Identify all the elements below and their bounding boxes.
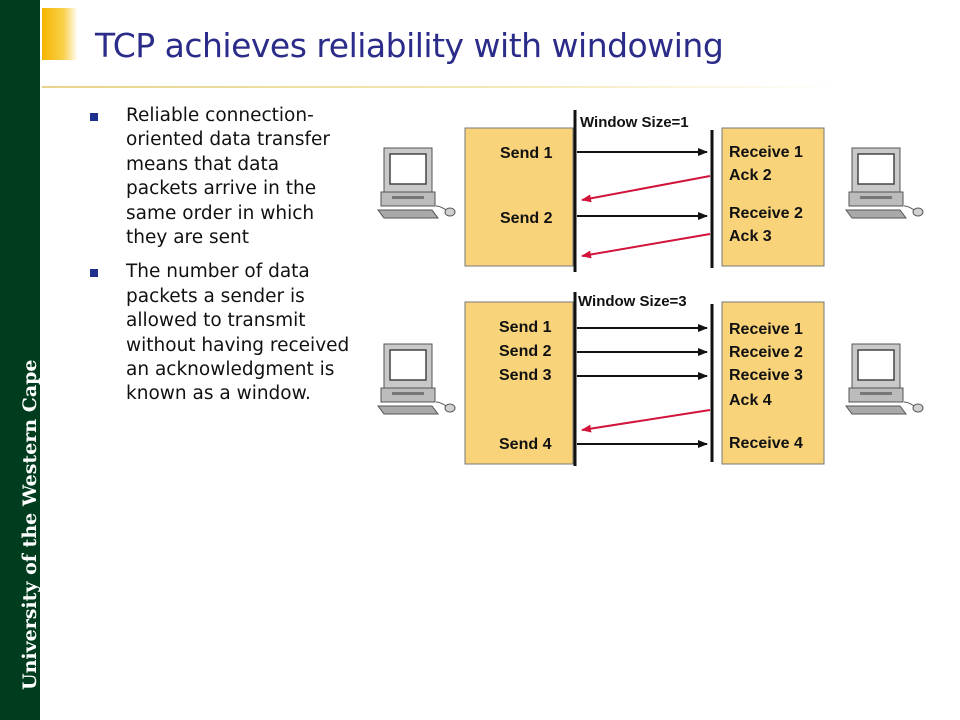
- send-label: Send 1: [500, 145, 553, 162]
- sender-computer-icon: [377, 343, 456, 415]
- bullet-marker: [90, 269, 98, 278]
- receive-label: Receive 3: [729, 367, 803, 384]
- receiver-box: [721, 127, 825, 267]
- ack-label: Ack 3: [729, 228, 772, 245]
- bullet-text: The number of data packets a sender is a…: [126, 261, 350, 405]
- panel-window-size-1: Window Size=1 Send 1 Send 2 Receive 1 Ac…: [377, 110, 924, 272]
- receive-label: Receive 2: [729, 205, 803, 222]
- bullet-item: The number of data packets a sender is a…: [90, 260, 350, 406]
- receiver-box: [721, 301, 825, 465]
- accent-block: [42, 8, 78, 60]
- ack-arrow: [581, 175, 711, 203]
- ack-label: Ack 2: [729, 167, 772, 184]
- sidebar: University of the Western Cape: [0, 0, 41, 720]
- sidebar-university-name: University of the Western Cape: [19, 359, 41, 690]
- ack-arrow: [581, 409, 711, 433]
- receiver-computer-icon: [845, 343, 924, 415]
- bullet-marker: [90, 113, 98, 121]
- receive-label: Receive 2: [729, 344, 803, 361]
- bullet-list: Reliable connection-oriented data transf…: [90, 104, 350, 417]
- sender-box: [464, 301, 574, 465]
- panel-window-size-3: Window Size=3 Send 1 Send 2 Send 3 Send …: [377, 292, 924, 466]
- title-underline: [42, 86, 842, 88]
- receive-label: Receive 4: [729, 435, 803, 452]
- send-label: Send 3: [499, 367, 552, 384]
- window-size-label: Window Size=1: [580, 114, 689, 131]
- windowing-diagram: Window Size=1 Send 1 Send 2 Receive 1 Ac…: [377, 110, 924, 466]
- send-label: Send 4: [499, 436, 552, 453]
- slide-title: TCP achieves reliability with windowing: [95, 26, 724, 65]
- ack-arrow: [581, 233, 711, 259]
- bullet-item: Reliable connection-oriented data transf…: [90, 104, 350, 250]
- window-size-label: Window Size=3: [578, 293, 687, 310]
- receive-label: Receive 1: [729, 321, 803, 338]
- bullet-text: Reliable connection-oriented data transf…: [126, 105, 331, 249]
- receive-label: Receive 1: [729, 144, 803, 161]
- send-label: Send 1: [499, 319, 552, 336]
- send-label: Send 2: [500, 210, 553, 227]
- receiver-computer-icon: [845, 147, 924, 219]
- sender-box: [464, 127, 574, 267]
- sender-computer-icon: [377, 147, 456, 219]
- ack-label: Ack 4: [729, 392, 772, 409]
- send-label: Send 2: [499, 343, 552, 360]
